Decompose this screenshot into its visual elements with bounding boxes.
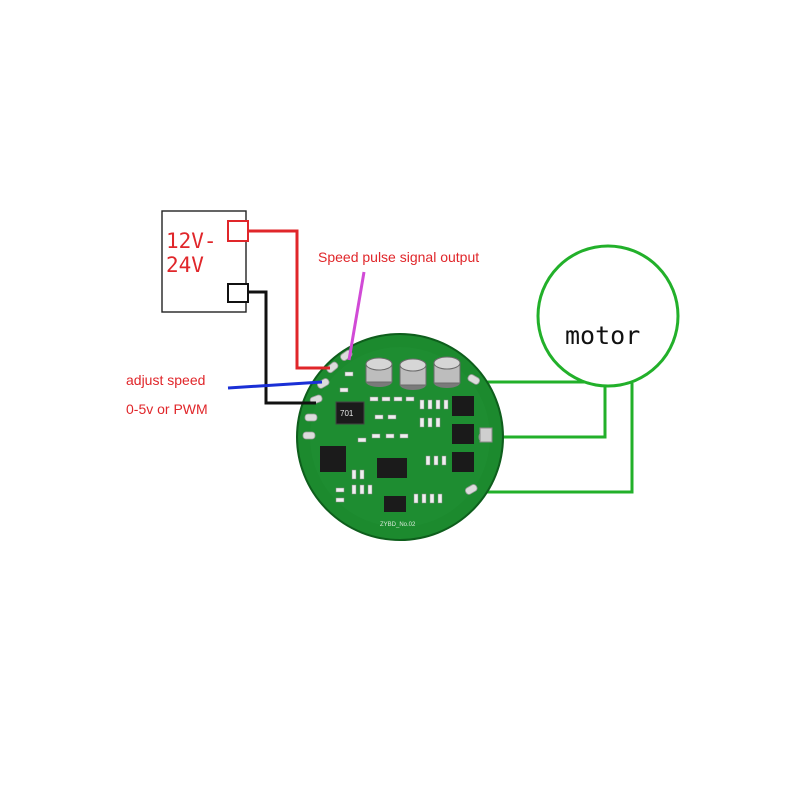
controller-ic <box>377 458 407 478</box>
driver-ic <box>320 446 346 472</box>
motor-wire-phase-c <box>470 383 634 494</box>
pad-aux-2 <box>302 431 316 440</box>
power-supply-voltage-line2: 24V <box>166 253 204 277</box>
capacitors <box>365 356 461 390</box>
capacitor-1 <box>365 357 393 387</box>
pad-motor-c <box>465 484 478 495</box>
motor-wire-phase-b <box>490 383 607 439</box>
wire-negative <box>248 290 316 405</box>
motor-circle <box>536 244 680 388</box>
capacitor-2 <box>399 358 427 390</box>
pad-speed-input <box>317 378 330 389</box>
regulator-ic: 701 <box>335 401 365 425</box>
motor-wires <box>470 380 634 494</box>
mosfet-2 <box>452 424 474 444</box>
speed-pulse-label: Speed pulse signal output <box>318 249 479 265</box>
mosfet-3 <box>452 452 474 472</box>
motor: motor <box>536 244 680 388</box>
power-supply-voltage-line1: 12V- <box>166 229 217 253</box>
smd-components <box>335 371 449 504</box>
wire-positive <box>248 229 330 370</box>
mosfet-1 <box>452 396 474 416</box>
ics <box>320 446 407 512</box>
pad-motor-a <box>467 374 480 385</box>
capacitor-3 <box>433 356 461 388</box>
motor-label: motor <box>565 321 640 350</box>
wire-pulse-output <box>347 271 366 361</box>
controller-board: 701 <box>296 333 504 541</box>
adjust-speed-label: adjust speed <box>126 372 205 388</box>
input-range-label: 0-5v or PWM <box>126 401 208 417</box>
pcb-model-label: ZYBD_No.02 <box>380 522 416 528</box>
power-supply: 12V- 24V <box>161 210 249 313</box>
board-connector <box>479 427 493 443</box>
mosfets <box>452 396 474 472</box>
negative-terminal <box>227 283 249 303</box>
regulator-marking: 701 <box>340 409 354 418</box>
wire-speed-input <box>227 380 323 390</box>
positive-terminal <box>227 220 249 242</box>
pad-aux-1 <box>304 413 318 422</box>
power-wires <box>227 229 366 405</box>
pad-power-positive <box>326 361 339 374</box>
sensor-ic <box>384 496 406 512</box>
